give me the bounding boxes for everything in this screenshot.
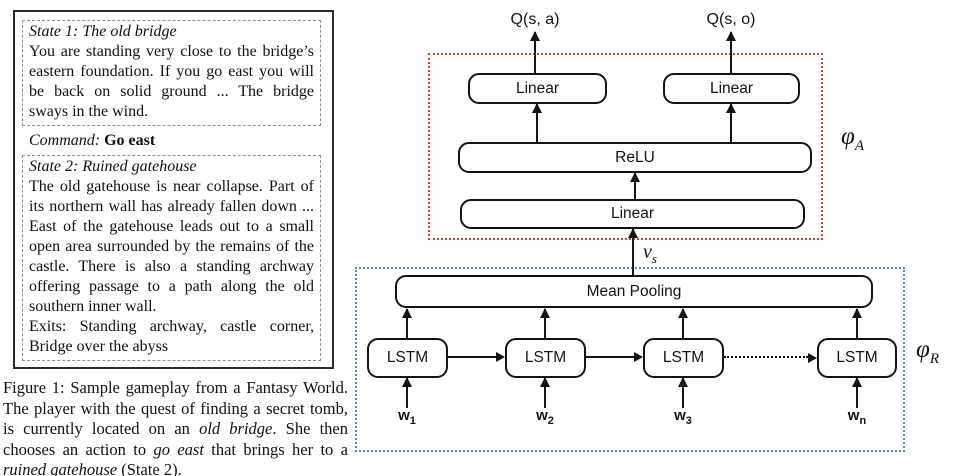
arrow-meanpool-to-linear-bottom bbox=[628, 228, 638, 275]
arrow-w1-to-lstm1 bbox=[402, 377, 412, 408]
input-label-wn: wn bbox=[847, 407, 867, 427]
arrow-wn-to-lstmn bbox=[852, 377, 862, 408]
state1-box: State 1: The old bridge You are standing… bbox=[22, 20, 321, 126]
input-label-w1: w1 bbox=[398, 407, 416, 427]
state-vector-label: vs bbox=[643, 241, 657, 266]
arrow-lstm2-to-lstm3 bbox=[586, 352, 643, 362]
caption-text: Figure 1: Sample gameplay from a Fantasy… bbox=[3, 378, 348, 438]
arrow-lstm3-to-meanpool bbox=[678, 308, 688, 338]
action-module-border bbox=[428, 53, 823, 240]
phi-r-label: φR bbox=[916, 336, 940, 367]
arrow-linear-right-to-qso bbox=[726, 31, 736, 73]
command-line: Command: Go east bbox=[29, 131, 321, 151]
linear-bottom-box: Linear bbox=[460, 199, 805, 229]
state1-body: You are standing very close to the bridg… bbox=[29, 43, 314, 120]
gameplay-box: State 1: The old bridge You are standing… bbox=[13, 10, 334, 369]
arrow-lstm2-to-meanpool bbox=[540, 308, 550, 338]
arrow-linear-left-to-qsa bbox=[530, 31, 540, 73]
caption-text: that brings her to a bbox=[203, 439, 348, 459]
linear-right-box: Linear bbox=[663, 73, 800, 104]
lstm-box-3: LSTM bbox=[643, 338, 724, 378]
input-label-w2: w2 bbox=[536, 407, 554, 427]
state2-body: The old gatehouse is near collapse. Part… bbox=[29, 178, 314, 315]
figure-caption: Figure 1: Sample gameplay from a Fantasy… bbox=[3, 378, 348, 476]
caption-em-old-bridge: old bridge bbox=[199, 419, 273, 438]
arrow-lstm1-to-lstm2 bbox=[448, 352, 505, 362]
arrow-relu-to-linear-left bbox=[532, 103, 542, 142]
state2-title: State 2: Ruined gatehouse bbox=[29, 158, 197, 175]
q-s-a-label: Q(s, a) bbox=[510, 11, 560, 28]
arrow-relu-to-linear-right bbox=[726, 103, 736, 142]
command-value: Go east bbox=[104, 132, 156, 149]
arrow-w3-to-lstm3 bbox=[678, 377, 688, 408]
caption-text: . She then chooses an action to bbox=[3, 419, 348, 459]
state2-exits: Exits: Standing archway, castle corner, … bbox=[29, 318, 314, 355]
q-s-o-label: Q(s, o) bbox=[706, 11, 756, 28]
caption-em-ruined-gatehouse: ruined gatehouse bbox=[3, 460, 118, 476]
mean-pooling-box: Mean Pooling bbox=[395, 275, 873, 308]
arrow-linear-bottom-to-relu bbox=[630, 172, 640, 199]
repr-module-border bbox=[355, 267, 905, 452]
state2-box: State 2: Ruined gatehouse The old gateho… bbox=[22, 155, 321, 361]
state1-title: State 1: The old bridge bbox=[29, 23, 177, 40]
lstm-box-1: LSTM bbox=[367, 338, 448, 378]
arrow-lstm3-to-lstmn-dotted bbox=[724, 353, 817, 363]
caption-em-go-east: go east bbox=[153, 439, 204, 459]
lstm-box-2: LSTM bbox=[505, 338, 586, 378]
phi-a-label: φA bbox=[841, 123, 865, 154]
caption-text: (State 2). bbox=[117, 460, 182, 476]
relu-box: ReLU bbox=[458, 142, 812, 173]
gameplay-column: State 1: The old bridge You are standing… bbox=[3, 10, 348, 476]
input-label-w3: w3 bbox=[674, 407, 692, 427]
lstm-box-n: LSTM bbox=[817, 338, 897, 378]
arrow-lstmn-to-meanpool bbox=[852, 308, 862, 338]
arrow-lstm1-to-meanpool bbox=[402, 308, 412, 338]
command-label: Command: bbox=[29, 132, 101, 149]
arrow-w2-to-lstm2 bbox=[540, 377, 550, 408]
linear-left-box: Linear bbox=[468, 73, 607, 104]
